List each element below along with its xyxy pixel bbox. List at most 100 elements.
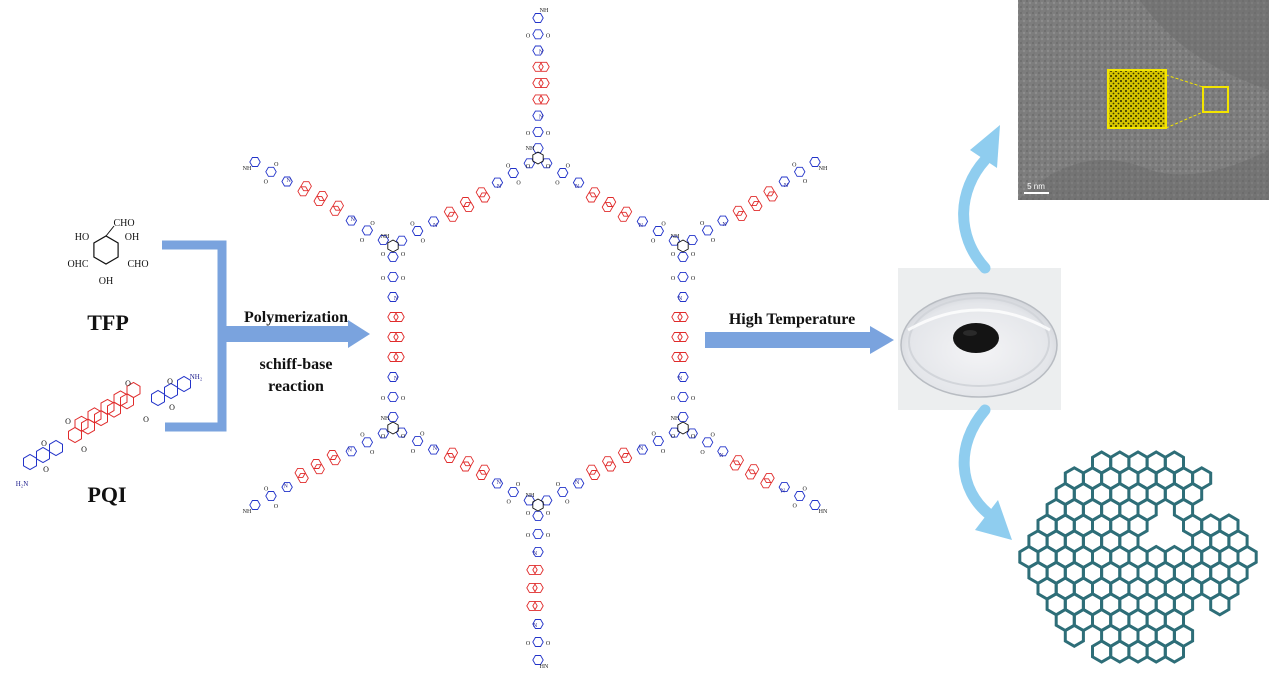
perylene-ring — [585, 192, 598, 203]
perylene-ring — [326, 450, 339, 460]
perylene-ring — [113, 390, 128, 407]
carbonyl-o: O — [43, 465, 49, 474]
anthraquinone-ring — [345, 446, 358, 457]
anthraquinone-ring — [491, 177, 504, 188]
perylene-ring — [446, 447, 459, 458]
anthraquinone-ring — [701, 225, 714, 236]
anthraquinone-ring — [36, 446, 50, 464]
carbonyl-o: O — [651, 431, 656, 437]
carbonyl-o: O — [711, 238, 716, 244]
perylene-ring — [744, 469, 757, 480]
anthraquinone-ring — [636, 444, 649, 455]
carbonyl-o: O — [671, 434, 676, 440]
step1-line3: reaction — [268, 378, 324, 395]
perylene-ring — [732, 205, 745, 216]
carbonyl-o: O — [526, 533, 531, 539]
anthraquinone-ring — [507, 168, 520, 178]
terminal-amine-label: NH — [243, 509, 252, 515]
carbonyl-o: O — [360, 433, 365, 439]
imide-n: N — [497, 184, 502, 190]
anthraquinone-ring — [686, 428, 698, 439]
carbonyl-o: O — [555, 181, 560, 187]
perylene-ring — [387, 352, 399, 362]
carbonyl-o: O — [691, 252, 696, 258]
nh-label: NH — [381, 416, 390, 422]
carbonyl-o: O — [803, 486, 808, 492]
pqi-label: PQI — [87, 482, 126, 507]
carbonyl-o: O — [700, 450, 705, 456]
anthraquinone-ring — [677, 251, 689, 262]
anthraquinone-ring — [677, 392, 689, 403]
anthraquinone-ring — [265, 491, 277, 502]
anthraquinone-ring — [532, 13, 544, 23]
carbonyl-o: O — [691, 396, 696, 402]
carbonyl-o: O — [546, 131, 551, 137]
perylene-ring — [677, 312, 689, 322]
carbonyl-o: O — [661, 221, 666, 227]
carbonyl-o: O — [651, 239, 656, 245]
carbonyl-o: O — [264, 486, 269, 492]
perylene-ring — [601, 456, 614, 467]
carbonyl-o: O — [710, 433, 715, 439]
anthraquinone-ring — [572, 177, 585, 188]
cho-top-label: CHO — [113, 218, 134, 229]
anthraquinone-ring — [636, 216, 649, 227]
carbonyl-o: O — [143, 415, 149, 424]
perylene-ring — [766, 191, 778, 202]
anthraquinone-ring — [677, 372, 689, 382]
imide-n: N — [639, 446, 644, 452]
perylene-ring — [671, 332, 683, 342]
carbonyl-o: O — [671, 396, 676, 402]
anthraquinone-ring — [523, 158, 536, 169]
anthraquinone-ring — [265, 166, 277, 177]
anthraquinone-ring — [778, 482, 791, 493]
imide-n: N — [639, 223, 644, 229]
nh-label: NH — [526, 146, 535, 152]
carbonyl-o: O — [381, 252, 386, 258]
perylene-ring — [538, 78, 550, 89]
perylene-ring — [538, 94, 550, 105]
imide-n: N — [722, 222, 727, 228]
anthraquinone-ring — [532, 528, 544, 539]
terminal-amine-label: NH — [819, 166, 828, 172]
polymerization-arrow — [162, 240, 370, 432]
imide-n: N — [394, 376, 399, 382]
graphene-ring — [1063, 623, 1085, 649]
carbon-sample — [953, 323, 999, 353]
perylene-ring — [387, 312, 399, 322]
perylene-ring — [74, 415, 89, 432]
anthraquinone-ring — [281, 176, 293, 187]
carbonyl-o: O — [792, 504, 797, 510]
anthraquinone-ring — [652, 226, 665, 236]
anthraquinone-ring — [281, 482, 293, 493]
perylene-ring — [747, 196, 760, 207]
perylene-ring — [532, 564, 544, 575]
anthraquinone-ring — [377, 428, 390, 439]
terminal-amine-label: HN — [540, 664, 549, 670]
perylene-ring — [620, 206, 633, 217]
carbonyl-o: O — [370, 221, 375, 227]
curved-arrow-up — [958, 125, 1000, 274]
tfp-ring — [387, 239, 399, 253]
perylene-ring — [446, 211, 459, 222]
anthraquinone-ring — [540, 495, 553, 506]
perylene-ring — [671, 352, 683, 362]
perylene-ring — [526, 564, 538, 575]
perylene-ring — [604, 461, 617, 472]
anthraquinone-ring — [177, 375, 191, 393]
anthraquinone-ring — [387, 251, 399, 262]
anthraquinone-ring — [249, 157, 261, 167]
anthraquinone-ring — [387, 271, 399, 282]
carbonyl-o: O — [360, 238, 365, 244]
carbonyl-o: O — [401, 396, 406, 402]
perylene-ring — [393, 352, 405, 362]
carbonyl-o: O — [526, 641, 531, 647]
perylene-ring — [763, 473, 775, 484]
carbonyl-o: O — [671, 252, 676, 258]
tfp-ring — [532, 151, 544, 165]
